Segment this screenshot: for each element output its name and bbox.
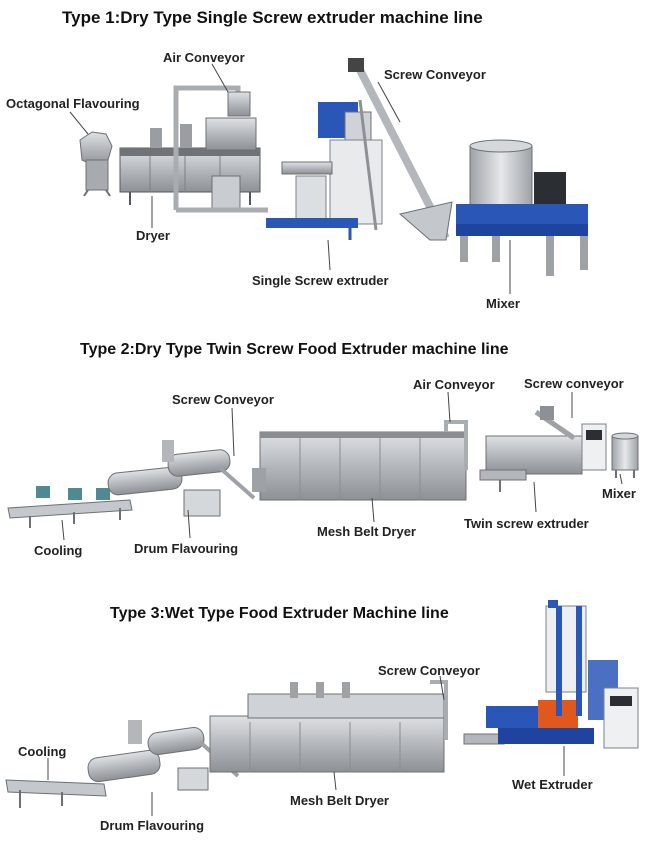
type2-machines <box>7 406 639 528</box>
label-drum-flavouring-3: Drum Flavouring <box>100 818 205 833</box>
mesh-belt-dryer-machine-3 <box>209 680 448 773</box>
mesh-belt-dryer-machine-2 <box>252 420 468 501</box>
label-mixer-1: Mixer <box>486 296 520 311</box>
label-mesh-belt-dryer-3: Mesh Belt Dryer <box>290 793 389 808</box>
label-dryer: Dryer <box>136 228 170 243</box>
label-cooling-2: Cooling <box>34 543 83 558</box>
screw-conveyor-incline <box>348 58 453 241</box>
drum-flavouring-machine-3 <box>87 720 240 791</box>
label-mixer-2: Mixer <box>602 486 636 501</box>
cyclone-hopper <box>227 91 251 117</box>
type1-machines <box>79 58 588 276</box>
label-air-conveyor-1: Air Conveyor <box>163 50 245 65</box>
label-mesh-belt-dryer-2: Mesh Belt Dryer <box>317 524 416 539</box>
label-single-screw-extruder: Single Screw extruder <box>252 273 389 288</box>
type3-machines <box>5 600 639 808</box>
wet-extruder-machine <box>463 600 639 749</box>
section-title-type3: Type 3:Wet Type Food Extruder Machine li… <box>110 605 449 622</box>
label-screw-conveyor-3: Screw Conveyor <box>378 663 480 678</box>
octagonal-flavouring-machine <box>79 131 113 197</box>
cooling-conveyor-2 <box>7 486 133 528</box>
drum-flavouring-machine-2 <box>107 440 256 517</box>
twin-screw-extruder-machine <box>479 406 607 492</box>
mixer-machine <box>456 139 588 276</box>
label-drum-flavouring-2: Drum Flavouring <box>134 541 239 556</box>
label-twin-screw-extruder: Twin screw extruder <box>464 516 589 531</box>
dryer-machine <box>119 117 261 211</box>
cooling-conveyor-3 <box>5 779 107 808</box>
label-screw-conveyor-2b: Screw conveyor <box>524 376 624 391</box>
label-wet-extruder: Wet Extruder <box>512 777 593 792</box>
label-air-conveyor-2: Air Conveyor <box>413 377 495 392</box>
label-screw-conveyor-1: Screw Conveyor <box>384 67 486 82</box>
section-title-type1: Type 1:Dry Type Single Screw extruder ma… <box>62 8 483 27</box>
mixer-machine-2 <box>611 432 639 478</box>
single-screw-extruder-machine <box>266 102 383 240</box>
label-screw-conveyor-2a: Screw Conveyor <box>172 392 274 407</box>
label-octagonal-flavouring: Octagonal Flavouring <box>6 96 140 111</box>
label-cooling-3: Cooling <box>18 744 67 759</box>
leader-lines <box>47 63 623 816</box>
section-title-type2: Type 2:Dry Type Twin Screw Food Extruder… <box>80 341 509 358</box>
